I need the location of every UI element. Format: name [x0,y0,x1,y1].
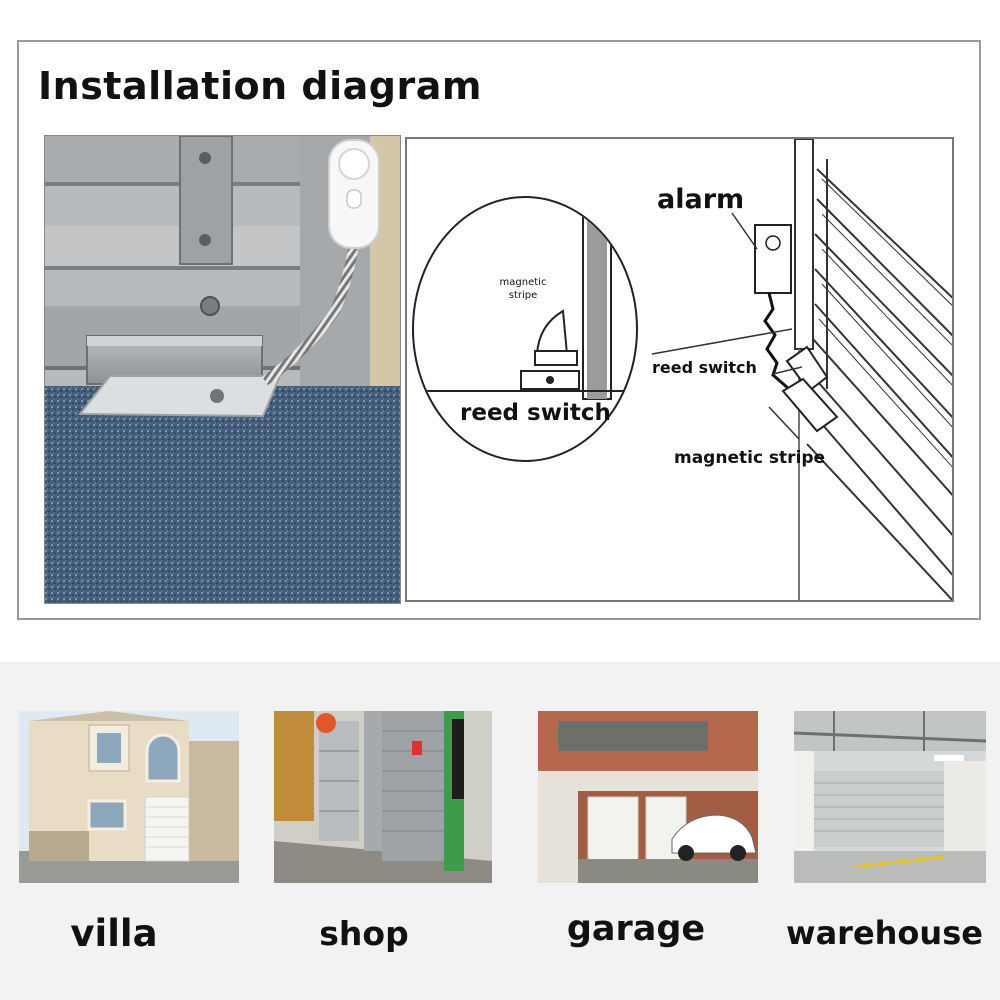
shop-illustration [274,711,492,883]
garage-illustration [538,711,758,883]
villa-illustration [19,711,239,883]
warehouse-photo [794,711,986,883]
caption-villa: villa [70,912,158,955]
installation-photo [44,135,401,604]
shop-photo [274,711,492,883]
label-reed-switch-circle: reed switch [460,400,611,426]
label-magnetic-stripe: magnetic stripe [674,448,826,468]
page-title: Installation diagram [38,64,482,108]
caption-warehouse: warehouse [786,914,983,952]
label-magnetic-stripe-circle: magnetic stripe [499,277,547,301]
label-reed-switch: reed switch [652,358,757,377]
label-alarm: alarm [657,184,745,215]
caption-shop: shop [319,914,409,953]
villa-photo [19,711,239,883]
schematic-drawing [412,139,952,600]
garage-photo [538,711,758,883]
installation-schematic [405,137,954,602]
caption-garage: garage [566,909,706,949]
warehouse-illustration [794,711,986,883]
installation-photo-illustration [45,136,400,603]
